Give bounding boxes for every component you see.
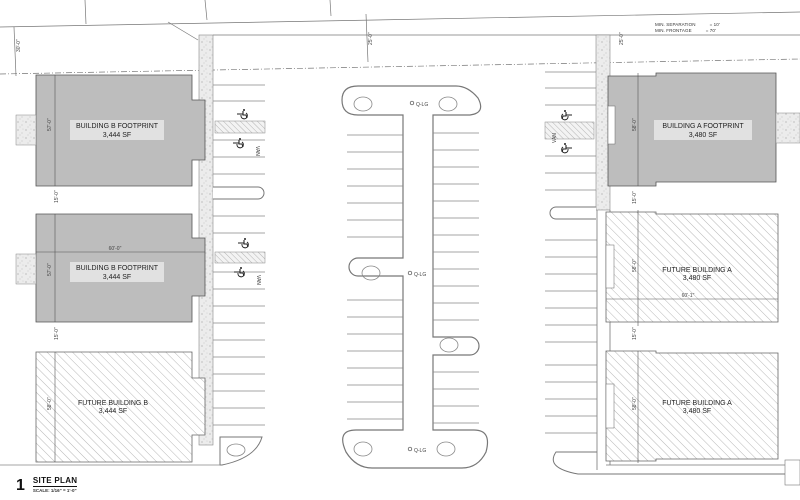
svg-text:58'-0": 58'-0": [632, 397, 638, 410]
right-corner-curb: [552, 451, 800, 475]
building-label: BUILDING A FOOTPRINT: [662, 123, 744, 130]
note-min-separation: MIN. SEPARATION = 10': [655, 22, 720, 27]
light-pole-icon: Q-LG: [409, 100, 428, 108]
svg-text:60'-0": 60'-0": [109, 246, 122, 252]
van-tag: VAN: [254, 146, 260, 156]
future-building-a-2: 58'-0" FUTURE BUILDING A 3,480 SF: [605, 350, 800, 486]
building-area: 3,480 SF: [689, 132, 717, 139]
right-parking-stalls: [545, 71, 597, 434]
drawing-title-block: 1 SITE PLAN SCALE: 1/16" = 1'-0": [16, 476, 78, 494]
svg-text:58'-0": 58'-0": [632, 118, 638, 131]
dim-top-left: 30'-0": [16, 39, 22, 52]
accessible-aisle-3: [544, 121, 595, 140]
building-label: BUILDING B FOOTPRINT: [76, 123, 159, 130]
drawing-title: SITE PLAN: [32, 476, 78, 487]
dim-sep-left-2: 15'-0": [54, 327, 60, 340]
van-tag: VAN: [552, 133, 558, 143]
building-label: BUILDING B FOOTPRINT: [76, 265, 159, 272]
svg-text:Q-LG: Q-LG: [416, 102, 428, 108]
light-pole-icon: Q-LG: [407, 270, 426, 278]
accessible-aisle-1: [214, 120, 266, 134]
drawing-number: 1: [16, 477, 25, 494]
building-area: 3,480 SF: [683, 275, 711, 282]
svg-text:58'-0": 58'-0": [47, 397, 53, 410]
building-label: FUTURE BUILDING A: [662, 400, 732, 407]
left-corner-island: [219, 436, 263, 466]
svg-text:58'-0": 58'-0": [632, 259, 638, 272]
center-island: [341, 85, 489, 469]
building-area: 3,444 SF: [99, 408, 127, 415]
light-pole-icon: Q-LG: [407, 446, 426, 454]
property-lines: [0, 0, 800, 77]
dim-sep-right-1: 15'-0": [632, 191, 638, 204]
left-curb-island: [213, 186, 265, 200]
svg-text:57'-0": 57'-0": [47, 118, 53, 131]
wheelchair-icon: [237, 237, 249, 249]
building-b-footprint-1: 57'-0" BUILDING B FOOTPRINT 3,444 SF: [15, 74, 206, 187]
svg-text:Q-LG: Q-LG: [414, 448, 426, 454]
center-parking-stalls: [347, 132, 479, 424]
right-curb-island: [549, 206, 596, 220]
drawing-scale: SCALE: 1/16" = 1'-0": [32, 488, 77, 493]
svg-text:57'-0": 57'-0": [47, 263, 53, 276]
dim-sep-right-2: 15'-0": [632, 327, 638, 340]
wheelchair-icon: [236, 108, 248, 120]
note-min-frontage: MIN. FRONTAGE = 70': [655, 28, 716, 33]
building-b-footprint-2: 60'-0" 57'-0" BUILDING B FOOTPRINT 3,444…: [15, 213, 206, 323]
left-parking-stalls: [213, 84, 265, 426]
future-building-b: 58'-0" FUTURE BUILDING B 3,444 SF: [35, 351, 206, 463]
building-a-footprint-1: 58'-0" BUILDING A FOOTPRINT 3,480 SF: [607, 72, 800, 187]
building-label: FUTURE BUILDING A: [662, 267, 732, 274]
building-area: 3,480 SF: [683, 408, 711, 415]
wheelchair-icon: [561, 109, 573, 121]
wheelchair-icon: [232, 137, 244, 149]
future-building-a-1: 60'-1" 58'-0" FUTURE BUILDING A 3,480 SF: [605, 210, 779, 326]
accessible-aisle-2: [214, 251, 266, 264]
van-tag: VAN: [255, 275, 261, 285]
svg-text:Q-LG: Q-LG: [414, 272, 426, 278]
building-area: 3,444 SF: [103, 132, 131, 139]
zoning-notes: MIN. SEPARATION = 10' MIN. FRONTAGE = 70…: [655, 22, 720, 34]
svg-text:60'-1": 60'-1": [682, 293, 695, 299]
dim-sep-left-1: 15'-0": [54, 190, 60, 203]
wheelchair-icon: [561, 142, 573, 154]
dim-top-center: 25'-0": [368, 32, 374, 45]
building-label: FUTURE BUILDING B: [78, 400, 148, 407]
dim-top-right: 25'-0": [619, 32, 625, 45]
building-area: 3,444 SF: [103, 274, 131, 281]
